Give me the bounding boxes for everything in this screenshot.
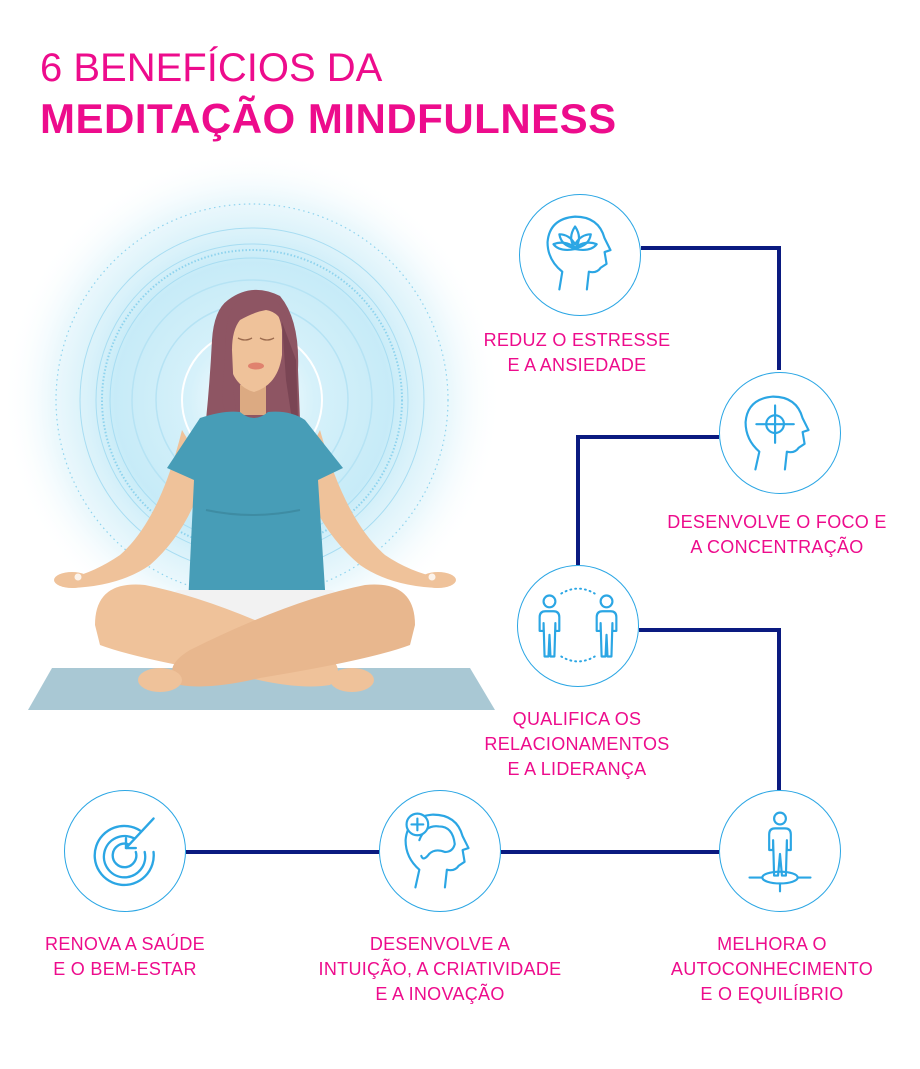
benefit-4-icon-circle [719, 790, 841, 912]
benefit-1-label: REDUZ O ESTRESSE E A ANSIEDADE [483, 330, 671, 375]
two-people-icon [538, 587, 618, 663]
benefit-2-label: DESENVOLVE O FOCO E A CONCENTRAÇÃO [667, 512, 887, 557]
dartboard-target-icon [93, 817, 155, 887]
lotus-head-icon [546, 215, 612, 291]
benefit-5-label: DESENVOLVE A INTUIÇÃO, A CRIATIVIDADE E … [318, 934, 562, 1004]
balanced-person-icon [748, 811, 812, 893]
benefit-6-icon-circle [64, 790, 186, 912]
benefit-5-icon-circle [379, 790, 501, 912]
benefit-4-label: MELHORA O AUTOCONHECIMENTO E O EQUILÍBRI… [670, 934, 874, 1004]
benefit-6-label: RENOVA A SAÚDE E O BEM-ESTAR [45, 934, 205, 979]
connector-lines [186, 246, 781, 854]
benefit-3-icon-circle [517, 565, 639, 687]
benefit-1-icon-circle [519, 194, 641, 316]
brain-plus-head-icon [404, 812, 470, 889]
page-title-line-1: 6 BENEFÍCIOS DA [40, 46, 383, 90]
meditating-woman [54, 289, 456, 692]
benefit-3-label: QUALIFICA OS RELACIONAMENTOS E A LIDERAN… [484, 709, 670, 779]
benefit-2-icon-circle [719, 372, 841, 494]
page-title-line-2: MEDITAÇÃO MINDFULNESS [40, 95, 617, 142]
focus-target-head-icon [744, 395, 810, 471]
